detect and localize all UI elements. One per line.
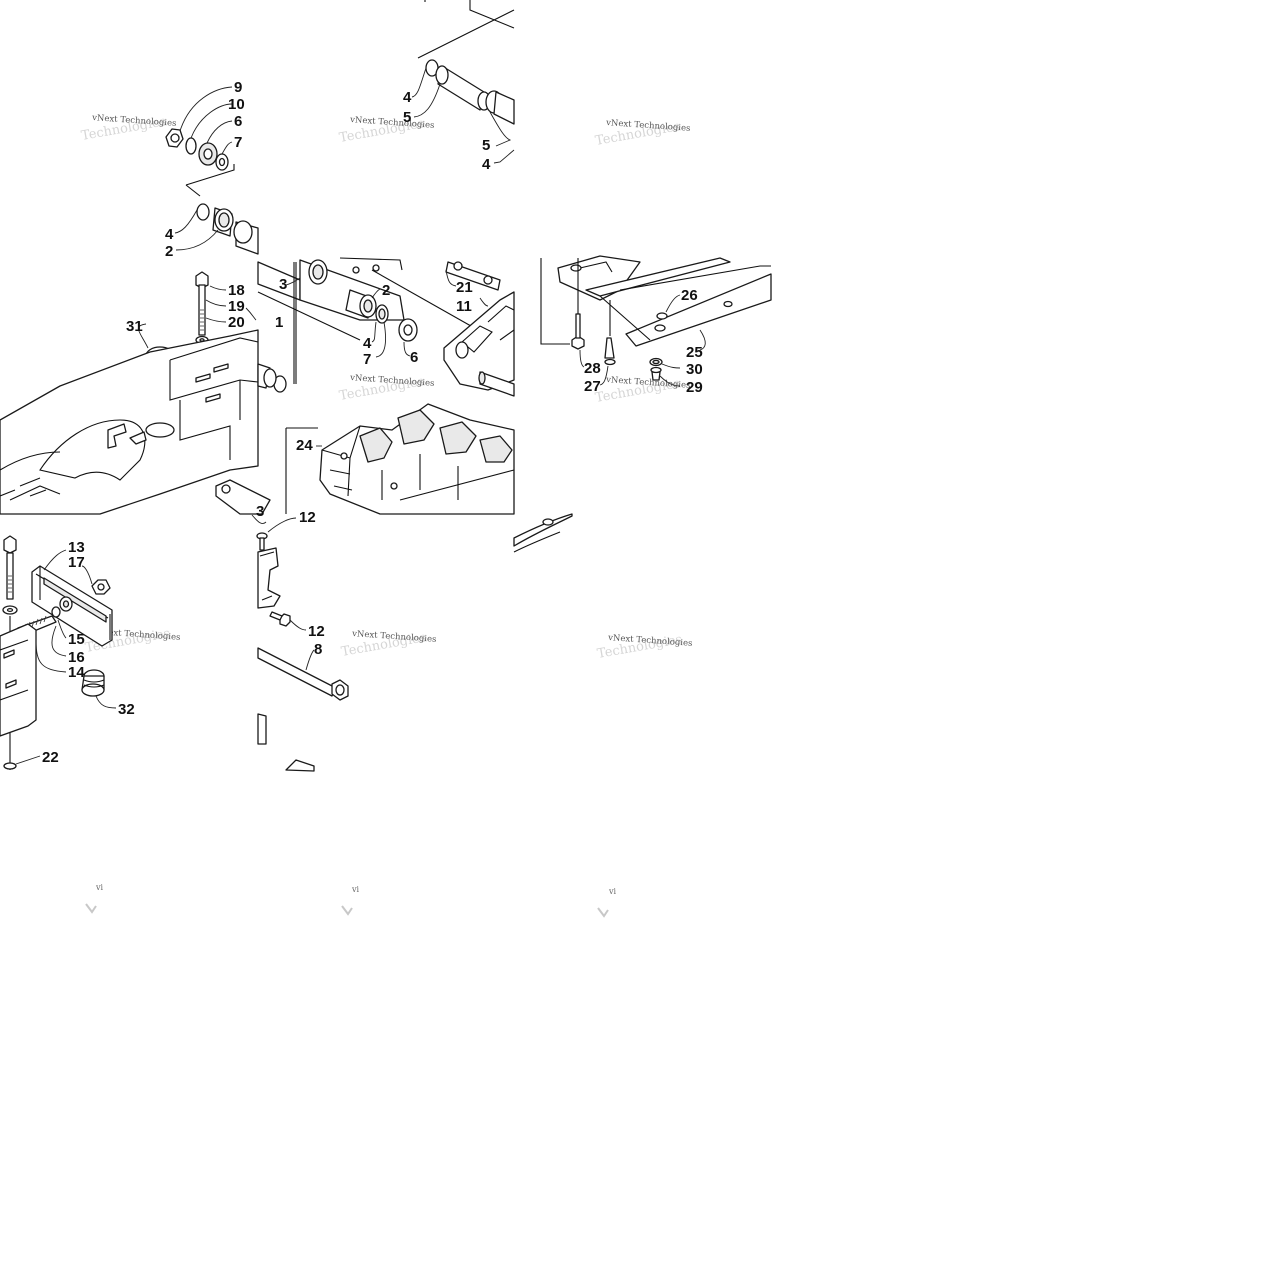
callout-label: 18 [228, 282, 245, 299]
callout-label: 8 [314, 641, 322, 658]
rail-fragment [513, 513, 573, 547]
callout-label: 27 [584, 378, 601, 395]
callout-label: 22 [42, 749, 59, 766]
callout-label: 24 [296, 437, 313, 454]
callout-label: 19 [228, 298, 245, 315]
callout-label: 17 [68, 554, 85, 571]
callout-label: 12 [299, 509, 316, 526]
screw [571, 313, 585, 350]
screw [269, 611, 291, 627]
tile-bottom-right [513, 513, 573, 553]
long-bolt [2, 535, 18, 615]
callout-label: 13 [68, 539, 85, 556]
callout-label: 1 [275, 314, 283, 331]
callout-label: 32 [118, 701, 135, 718]
callout-labels: 9 10 6 7 4 2 4 5 5 4 18 19 20 1 31 3 2 4… [42, 79, 703, 766]
lock-washer [185, 137, 197, 155]
watermark-fragment: vi [95, 883, 104, 892]
callout-label: 25 [686, 344, 703, 361]
bump-stop [81, 669, 105, 697]
callout-label: 30 [686, 361, 703, 378]
callout-label: 2 [165, 243, 173, 260]
callout-label: 21 [456, 279, 473, 296]
callout-label: 4 [482, 156, 491, 173]
tile-top-center [411, 0, 515, 164]
callout-label: 4 [165, 226, 174, 243]
callout-label: 10 [228, 96, 245, 113]
callout-label: 7 [234, 134, 242, 151]
frame-hole [145, 422, 175, 438]
callout-label: 2 [382, 282, 390, 299]
callout-label: 31 [126, 318, 143, 335]
callout-label: 28 [584, 360, 601, 377]
tile-bottom-center [251, 514, 349, 772]
callout-label: 3 [256, 503, 264, 520]
o-ring [196, 203, 210, 221]
callout-label: 20 [228, 314, 245, 331]
tile-mid-right [540, 255, 772, 387]
callout-label: 6 [234, 113, 242, 130]
tile-mid-left [0, 271, 259, 515]
callout-label: 4 [363, 335, 372, 352]
tile-bottom-left [0, 535, 117, 770]
rivet [604, 337, 615, 359]
slide-rail [319, 403, 515, 515]
callout-label: 3 [279, 276, 287, 293]
callout-label: 11 [456, 298, 472, 315]
bracket-fragment [257, 547, 281, 609]
callout-label: 15 [68, 631, 85, 648]
callout-label: 14 [68, 664, 85, 681]
screw [256, 532, 268, 551]
long-bolt [195, 271, 209, 345]
callout-label: 5 [482, 137, 490, 154]
callout-label: 29 [686, 379, 703, 396]
callout-label: 7 [363, 351, 371, 368]
swing-arm-frame [0, 329, 259, 515]
frame-box [0, 623, 37, 737]
hex-nut [165, 128, 184, 148]
tile-top-left [165, 86, 259, 255]
callout-label: 5 [403, 109, 411, 126]
callout-label: 6 [410, 349, 418, 366]
callout-label: 26 [681, 287, 698, 304]
callout-label: 12 [308, 623, 325, 640]
callout-label: 9 [234, 79, 242, 96]
callout-label: 16 [68, 649, 85, 666]
tile-mid-center [215, 257, 515, 515]
watermark-fragment: vi [351, 885, 360, 894]
watermark-fragment: vi [608, 887, 617, 896]
callout-label: 4 [403, 89, 412, 106]
long-pin [257, 647, 349, 701]
